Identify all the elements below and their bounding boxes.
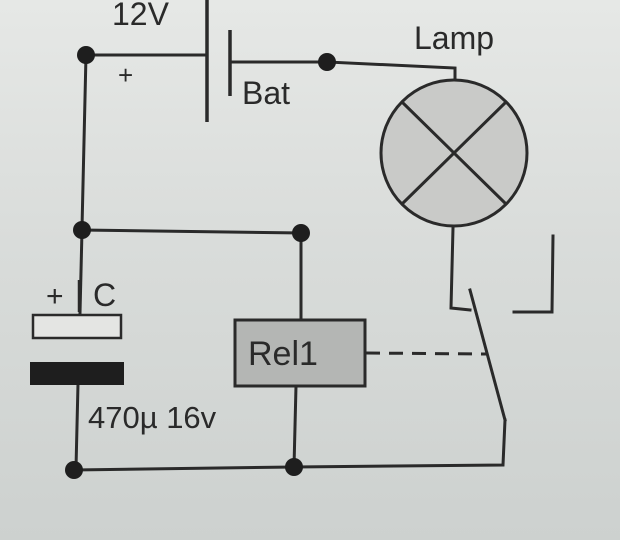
junction-dot-top-left	[77, 46, 95, 64]
battery-plus-label: +	[118, 60, 133, 90]
capacitor-name-label: C	[93, 277, 116, 313]
battery-voltage-label: 12V	[112, 0, 170, 32]
junction-dot-bottom-left	[65, 461, 83, 479]
wire-capacitor-bottom	[74, 382, 80, 470]
capacitor-rating-label: 470µ 16v	[88, 400, 217, 435]
battery: 12V + Bat	[112, 0, 290, 122]
junction-dots	[65, 46, 336, 479]
wire-lamp-to-switch	[449, 226, 472, 312]
wire-node-to-lamp	[325, 60, 457, 82]
wire-relay-bottom	[292, 384, 298, 469]
lamp: Lamp	[379, 20, 529, 228]
wire-to-relay-top	[80, 228, 303, 235]
wire-bottom	[72, 418, 507, 472]
lamp-label: Lamp	[414, 20, 494, 56]
junction-dot-bottom-mid	[285, 458, 303, 476]
junction-dot-battery	[318, 53, 336, 71]
wire-left-vertical-upper	[80, 53, 88, 230]
switch-contact-bracket	[512, 234, 555, 314]
capacitor-negative-plate	[30, 362, 124, 385]
battery-name-label: Bat	[242, 75, 290, 111]
capacitor-plus-label: +	[46, 280, 64, 313]
lamp-cross-line-2	[400, 100, 508, 206]
wires	[72, 53, 555, 472]
relay-coil	[233, 318, 367, 388]
switch-blade	[468, 288, 507, 422]
relay: Rel1	[233, 318, 367, 388]
capacitor: + C 470µ 16v	[30, 277, 217, 435]
relay-mechanical-link	[365, 351, 487, 356]
relay-label: Rel1	[248, 335, 318, 373]
junction-dot-relay-top	[292, 224, 310, 242]
capacitor-positive-plate	[31, 313, 123, 340]
junction-dot-mid-left	[73, 221, 91, 239]
wire-to-capacitor	[78, 228, 84, 315]
